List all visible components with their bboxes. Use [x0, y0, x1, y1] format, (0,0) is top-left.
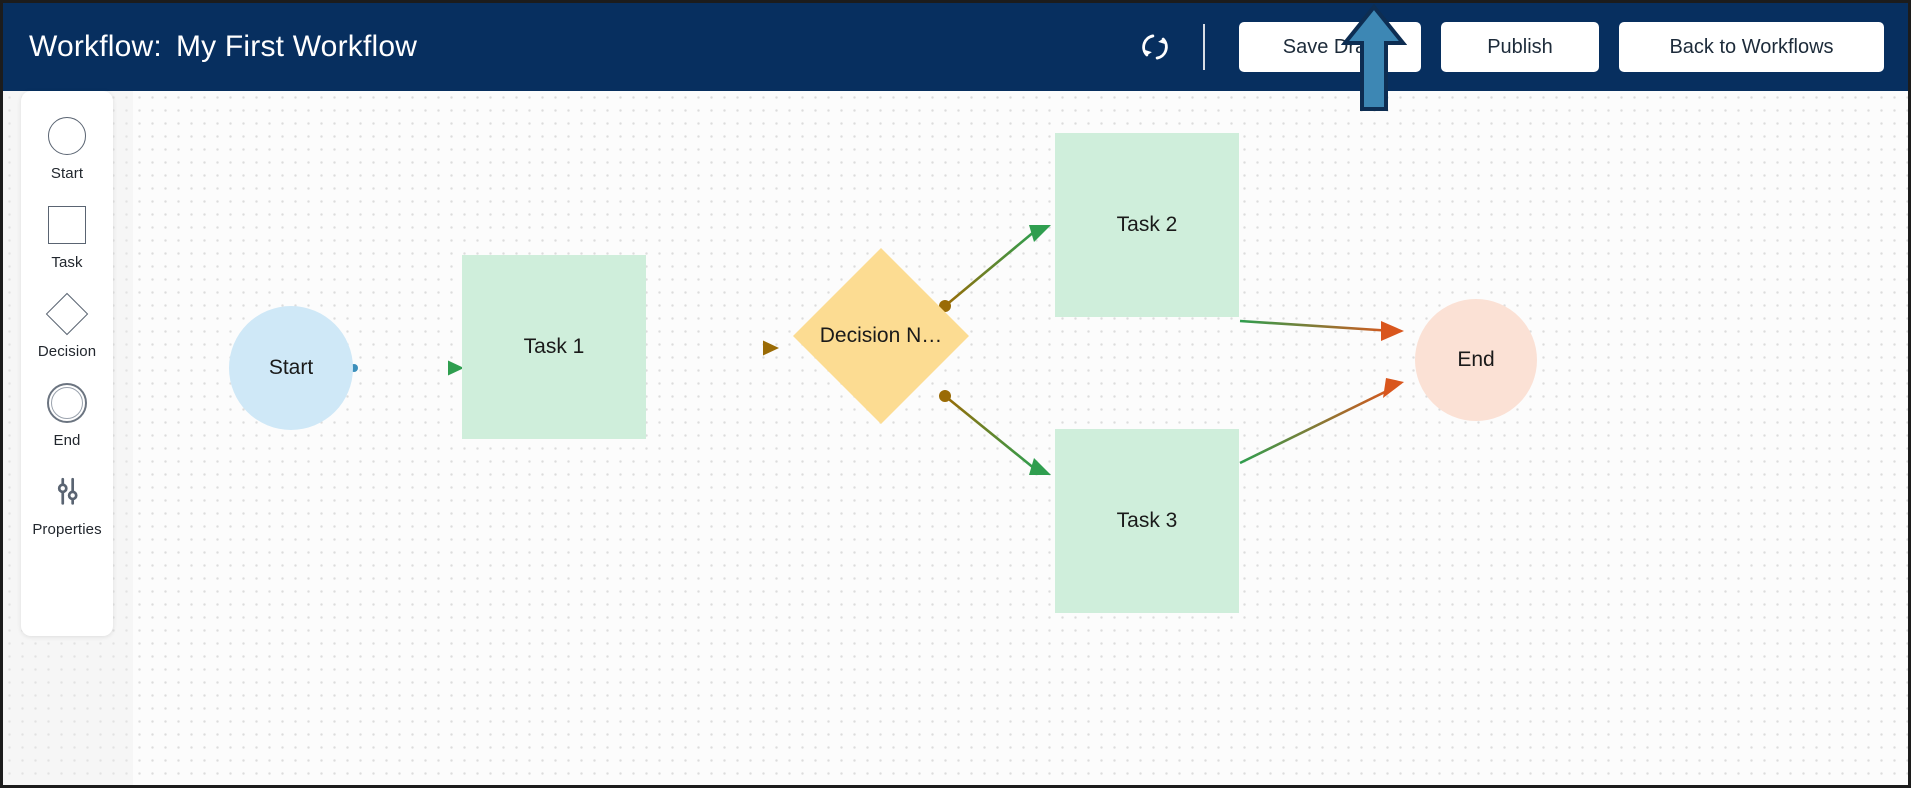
app-header: Workflow: My First Workflow Save Draft P… [3, 3, 1908, 91]
palette-item-end[interactable]: End [21, 380, 113, 449]
node-task2[interactable]: Task 2 [1055, 133, 1239, 317]
palette-item-properties-label: Properties [32, 521, 102, 538]
circle-icon [48, 113, 86, 159]
page-title-label: Workflow: [29, 30, 162, 63]
edge-task3-end [1239, 378, 1404, 465]
back-to-workflows-button[interactable]: Back to Workflows [1619, 22, 1884, 72]
node-task1[interactable]: Task 1 [462, 255, 646, 439]
palette-item-start-label: Start [50, 165, 84, 182]
edge-task1-decision [647, 340, 779, 356]
publish-button[interactable]: Publish [1441, 22, 1599, 72]
header-actions: Save Draft Publish Back to Workflows [1133, 3, 1884, 91]
node-start[interactable]: Start [229, 306, 353, 430]
node-end-label: End [1457, 348, 1495, 371]
node-task2-label: Task 2 [1116, 213, 1178, 236]
page-title-value: My First Workflow [175, 30, 418, 63]
node-start-label: Start [268, 356, 314, 379]
sync-icon[interactable] [1133, 25, 1177, 69]
palette-item-properties[interactable]: Properties [21, 469, 113, 538]
header-divider [1203, 24, 1205, 70]
shape-palette: Start Task Decision End [21, 91, 113, 636]
node-decision[interactable]: Decision N… [793, 248, 969, 424]
page-title: Workflow: My First Workflow [29, 30, 417, 64]
edge-task2-end [1239, 319, 1404, 341]
up-arrow-annotation [1341, 3, 1407, 111]
double-circle-icon [47, 380, 87, 426]
palette-item-start[interactable]: Start [21, 113, 113, 182]
node-decision-label: Decision N… [819, 324, 943, 347]
diamond-icon [45, 291, 89, 337]
palette-item-task-label: Task [51, 254, 83, 271]
node-end[interactable]: End [1415, 299, 1537, 421]
workflow-canvas[interactable]: Start Task 1 Decision N… Task 2 Task 3 E… [133, 91, 1908, 785]
edge-start-task1 [350, 360, 464, 376]
palette-item-decision[interactable]: Decision [21, 291, 113, 360]
palette-item-end-label: End [53, 432, 81, 449]
node-task1-label: Task 1 [523, 335, 585, 358]
sliders-icon [50, 469, 84, 515]
node-task3-label: Task 3 [1116, 509, 1178, 532]
palette-item-task[interactable]: Task [21, 202, 113, 271]
palette-item-decision-label: Decision [37, 343, 97, 360]
square-icon [48, 202, 86, 248]
node-task3[interactable]: Task 3 [1055, 429, 1239, 613]
workflow-edges [350, 225, 1404, 475]
